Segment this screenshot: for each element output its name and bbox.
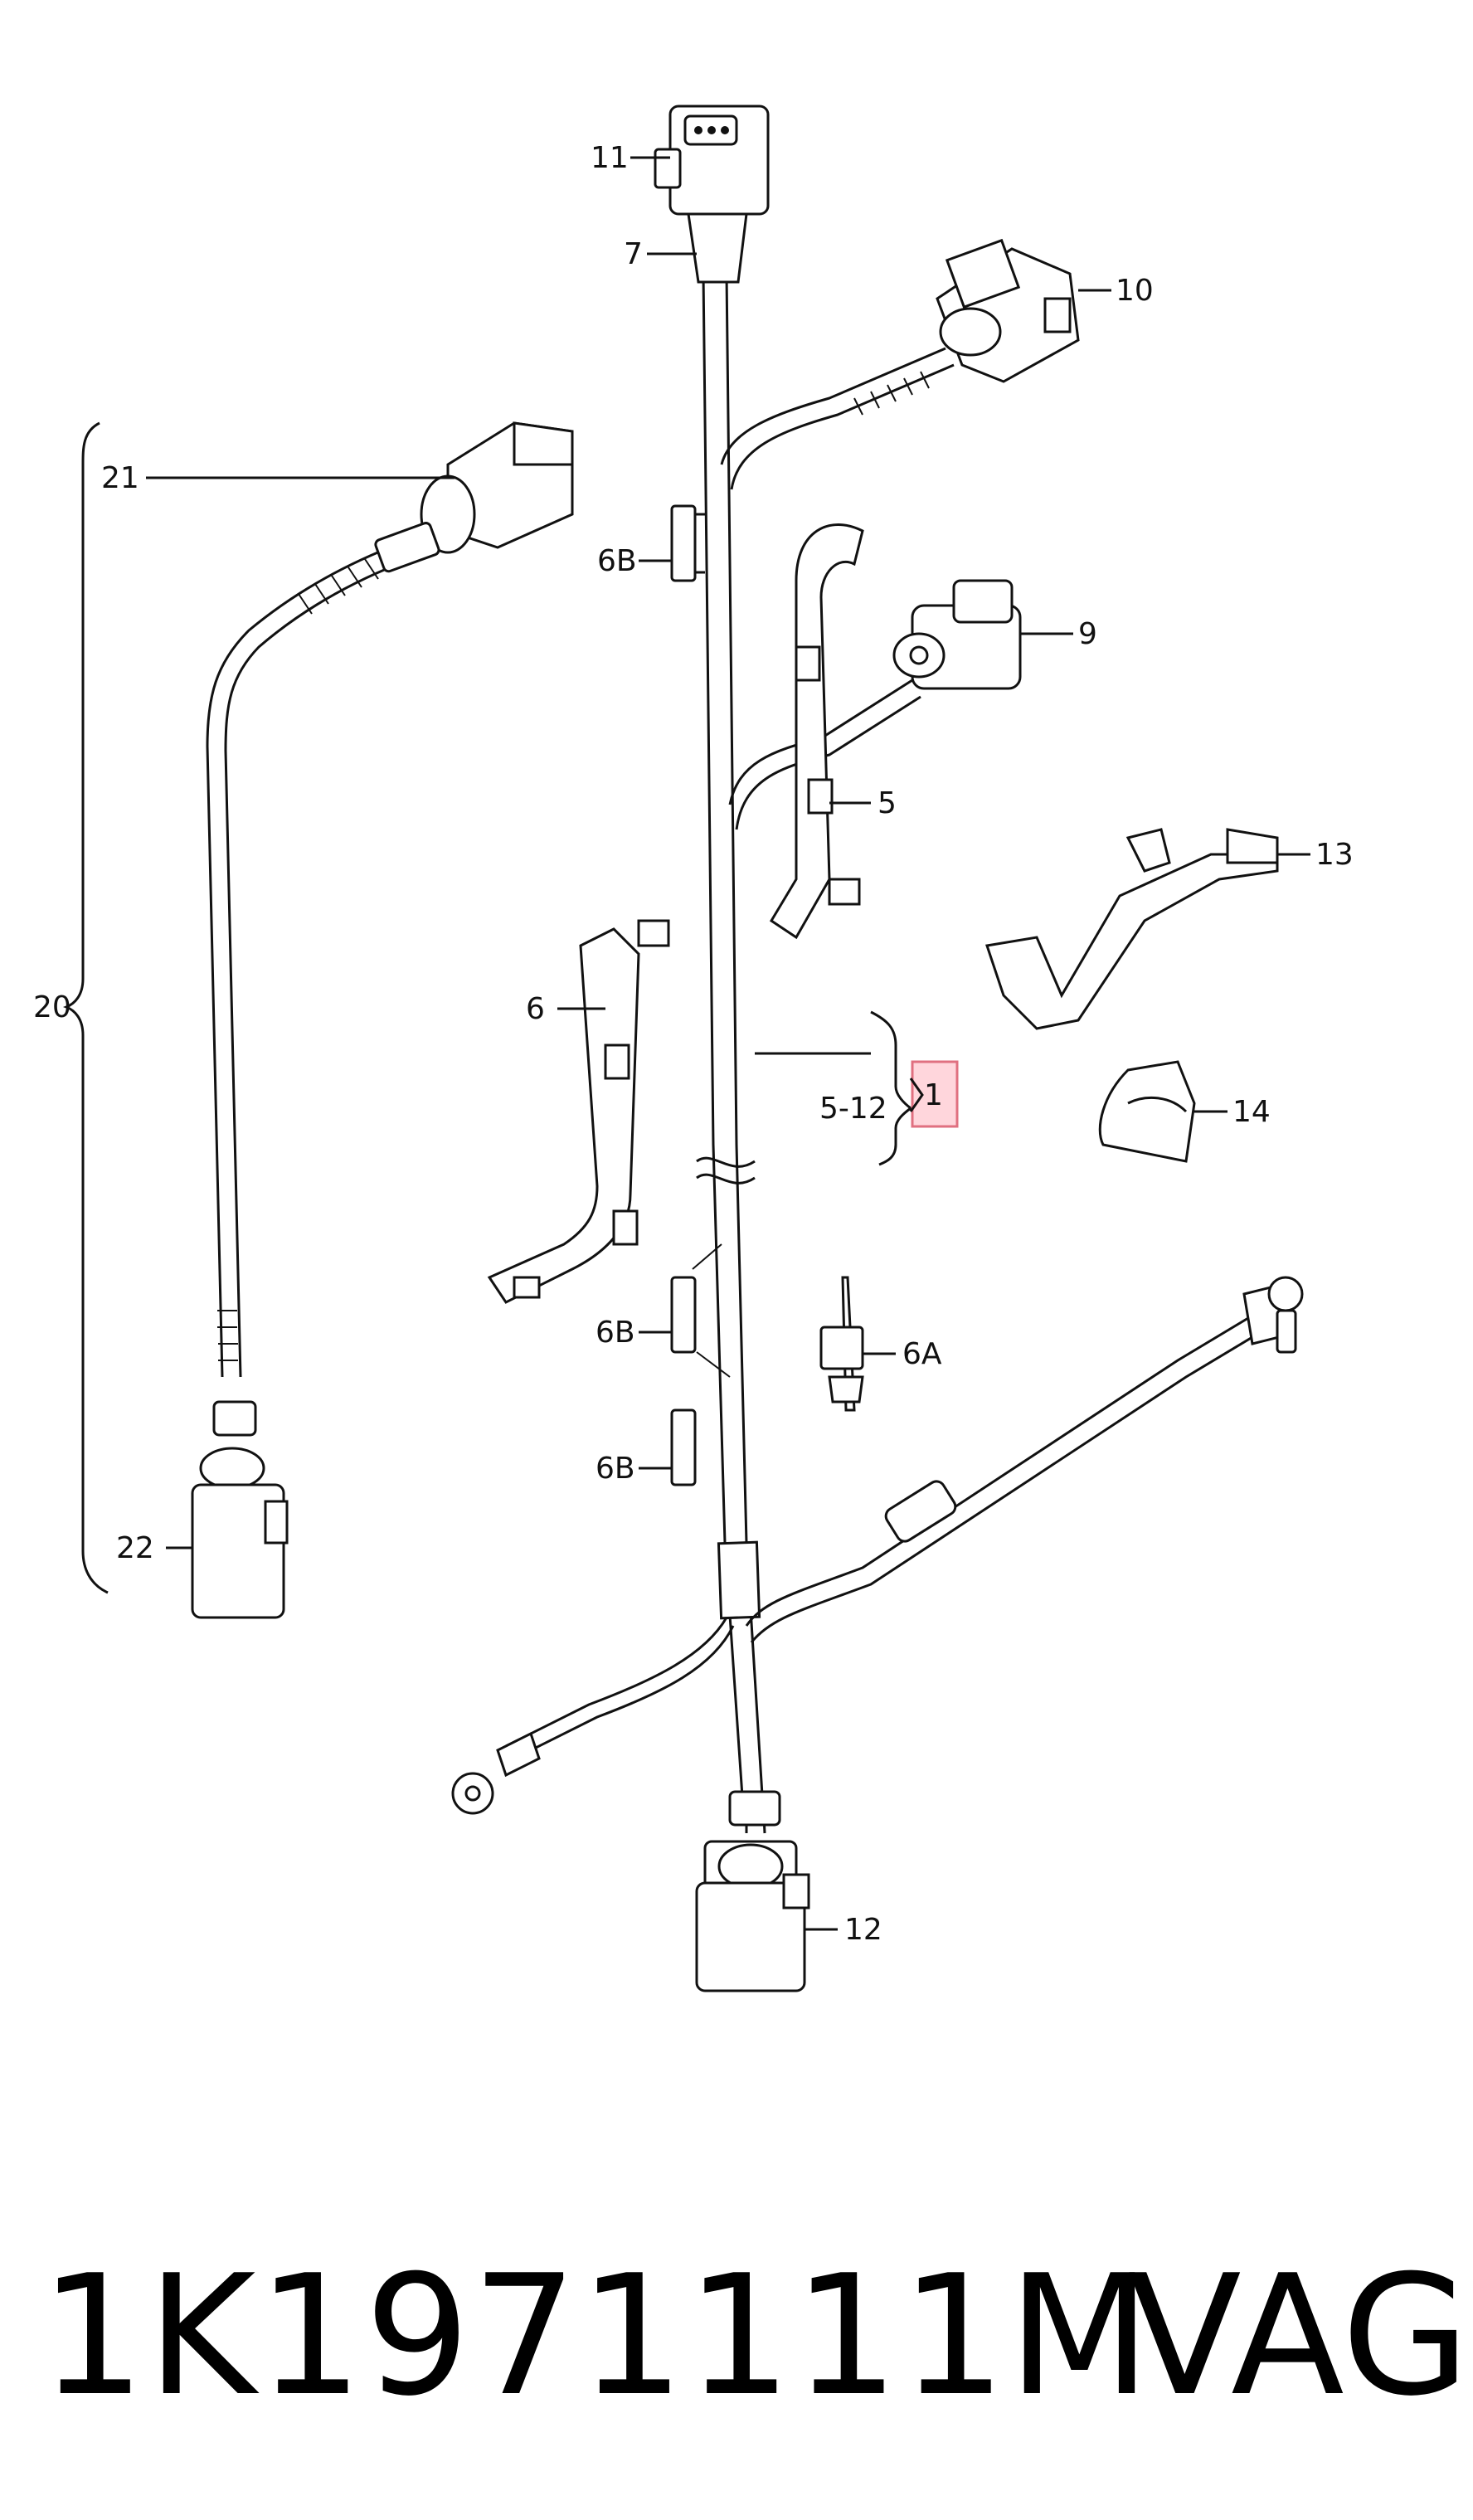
clip-6b-1 [670, 504, 705, 582]
label-22: 22 [116, 1531, 154, 1565]
label-6b-1: 6B [597, 544, 637, 578]
wiring-harness-diagram: 11 7 10 21 6B 9 5 13 20 6 1 5-12 14 6B 6… [33, 105, 1354, 1992]
label-7: 7 [624, 237, 643, 271]
ground-wire-right [745, 1276, 1304, 1643]
label-12: 12 [844, 1913, 882, 1947]
label-6: 6 [526, 992, 545, 1026]
label-13: 13 [1315, 838, 1354, 872]
main-harness-trunk [696, 273, 765, 1809]
leader-lines [146, 156, 1310, 1931]
clip-14 [1098, 1060, 1196, 1163]
arrow-1 [909, 1078, 924, 1112]
connector-11 [654, 105, 770, 284]
label-11: 11 [591, 141, 629, 175]
connector-22 [191, 1400, 289, 1619]
clip-6b-2 [670, 1243, 731, 1378]
ground-wire-left [451, 1617, 735, 1815]
part-number: 1K1971111M [40, 2240, 1153, 2433]
brace-20 [62, 421, 109, 1594]
callout-labels: 11 7 10 21 6B 9 5 13 20 6 1 5-12 14 6B 6… [33, 141, 1354, 1947]
label-6b-3: 6B [596, 1452, 635, 1486]
bracket-6 [487, 919, 670, 1304]
brand-name: VAG [1128, 2240, 1471, 2433]
bracket-5 [769, 523, 864, 940]
label-14: 14 [1232, 1095, 1271, 1129]
connector-10 [936, 238, 1080, 383]
label-20: 20 [33, 990, 71, 1024]
label-9: 9 [1078, 617, 1097, 651]
footer: 1K1971111M VAG [0, 2206, 1473, 2455]
branch-to-connector-10 [720, 347, 955, 490]
label-21: 21 [101, 461, 139, 495]
connector-9 [892, 579, 1022, 690]
sensor-20-cable [206, 546, 399, 1378]
label-1: 1 [924, 1078, 943, 1112]
label-6a: 6A [902, 1337, 942, 1371]
label-5-12: 5-12 [819, 1092, 887, 1126]
label-6b-2: 6B [596, 1316, 635, 1350]
label-10: 10 [1116, 274, 1154, 308]
clip-6b-3 [670, 1408, 697, 1486]
cable-tie-6a [819, 1276, 864, 1412]
bracket-13 [985, 828, 1279, 1030]
bracket-5-12 [870, 1010, 913, 1166]
highlight-box-1 [911, 1060, 959, 1128]
connector-21 [374, 421, 574, 573]
connector-12 [695, 1790, 810, 1992]
label-5: 5 [877, 786, 897, 820]
